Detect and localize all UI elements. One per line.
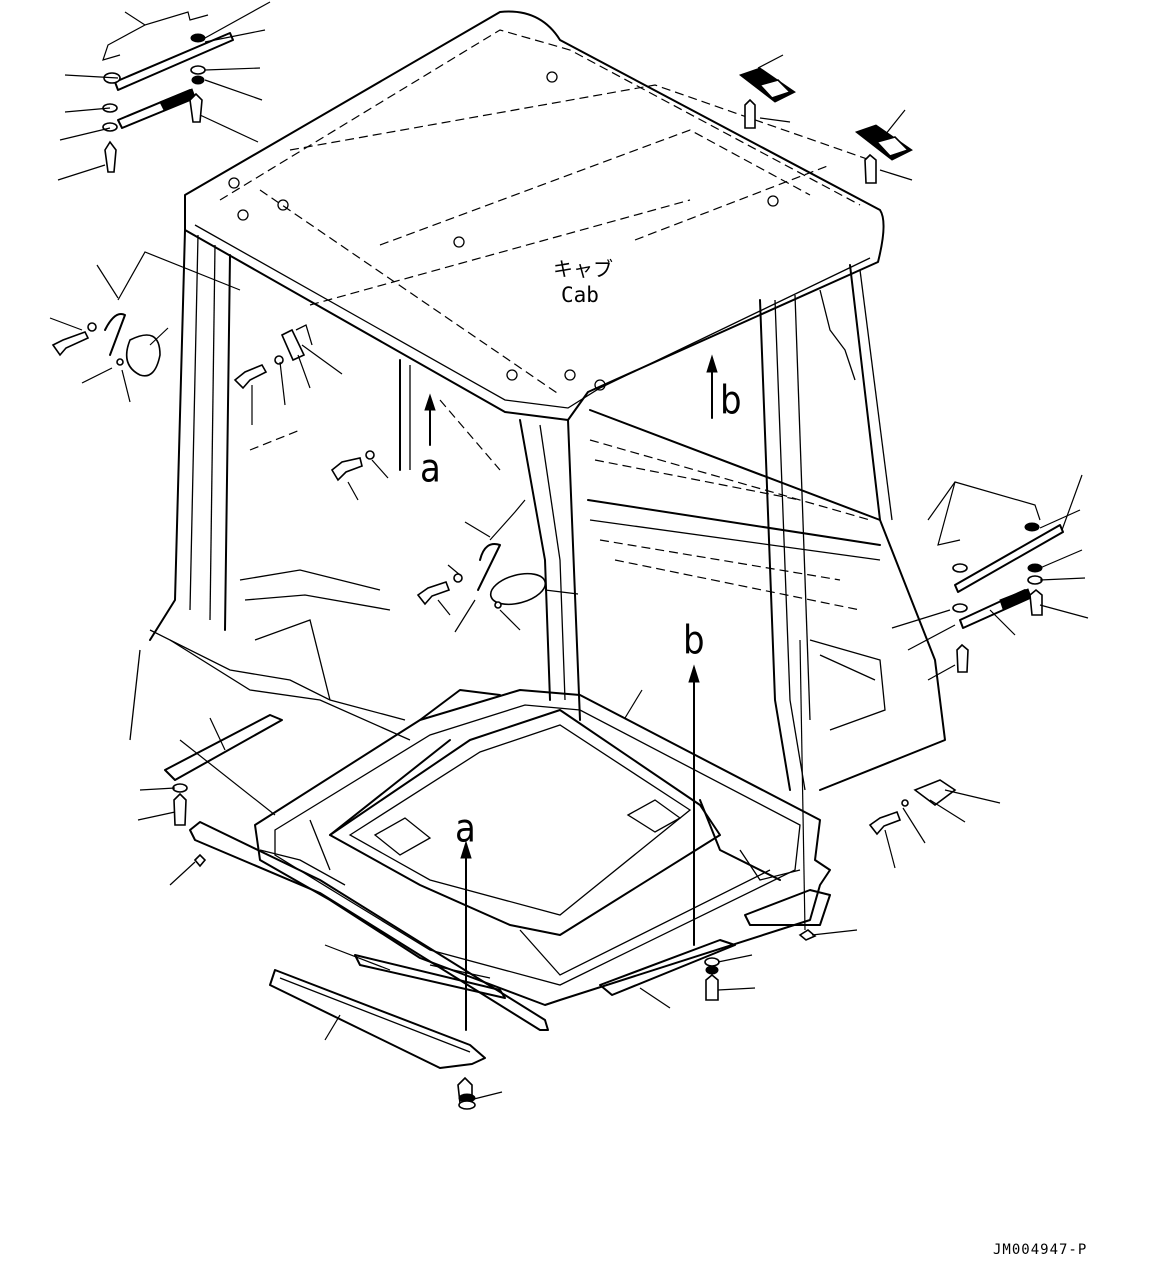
view-ref-b-lower: b (683, 618, 705, 664)
left-cover-strip (189, 821, 549, 1031)
fasteners (51, 33, 1043, 1110)
front-plate (269, 954, 506, 1069)
cab-roof (184, 10, 885, 421)
rubber-pads (738, 67, 913, 161)
hinge-bracket (280, 324, 313, 362)
left-rail-plate (164, 714, 283, 781)
floor-mat (254, 689, 831, 1006)
direction-arrows (424, 354, 718, 1031)
view-ref-a-upper: a (420, 446, 441, 492)
stay-rods-left (114, 32, 234, 129)
view-ref-b-upper: b (720, 378, 742, 424)
cab-label-english: Cab (561, 283, 599, 307)
drawing-code: JM004947-P (993, 1242, 1088, 1258)
mount-bracket-right (901, 779, 957, 807)
left-mirror (87, 313, 161, 377)
stay-rods-right (954, 524, 1064, 629)
right-cover-strip (599, 889, 831, 996)
view-ref-a-lower: a (455, 806, 476, 852)
cab-label-japanese: キャブ (553, 257, 613, 281)
center-mirror (453, 543, 547, 606)
leader-lines (49, 1, 1089, 1101)
cab-frame (129, 229, 946, 791)
